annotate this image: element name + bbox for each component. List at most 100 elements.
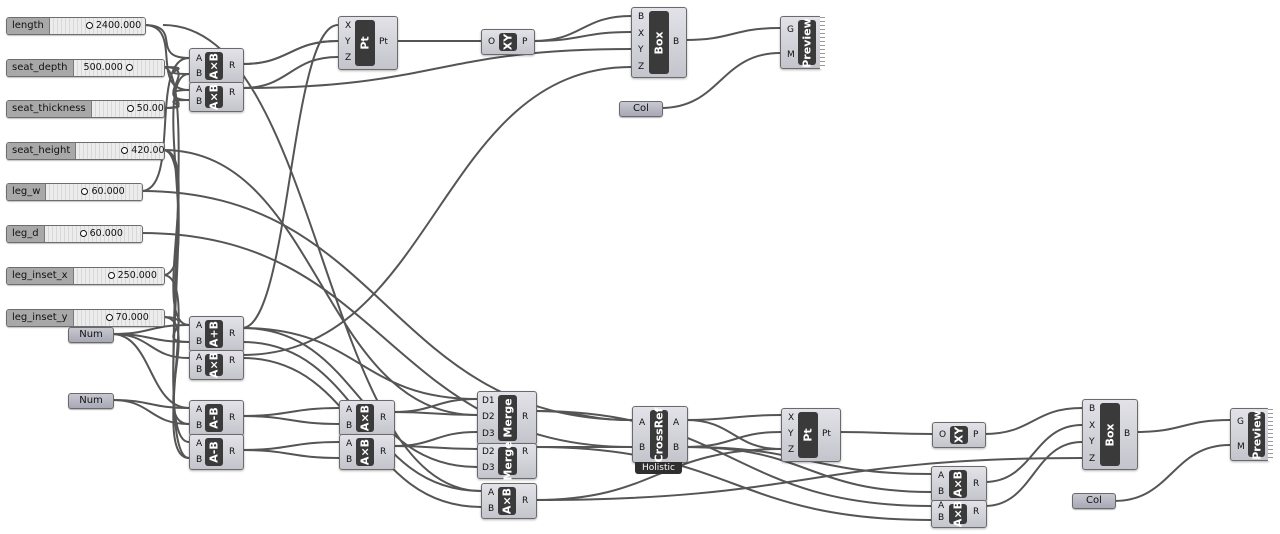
output-b-port[interactable]: B xyxy=(673,37,680,47)
output-r-port[interactable]: R xyxy=(380,413,387,423)
input-a-port[interactable]: A xyxy=(639,418,646,428)
wire[interactable] xyxy=(534,446,932,521)
input-b-port[interactable]: B xyxy=(196,365,203,375)
output-r-port[interactable]: R xyxy=(522,412,529,422)
output-r-port[interactable]: R xyxy=(973,507,980,517)
wire[interactable] xyxy=(162,66,190,101)
input-b-port[interactable]: B xyxy=(639,443,646,453)
input-a-port[interactable]: A xyxy=(938,501,945,511)
input-z-port[interactable]: Z xyxy=(638,62,645,72)
multiply-component[interactable]: A B A×B R xyxy=(481,483,537,519)
num-param[interactable]: Num xyxy=(68,327,114,343)
multiply-component[interactable]: A B A×B R xyxy=(189,350,244,380)
slider-track[interactable]: 420.000 xyxy=(76,143,164,159)
output-r-port[interactable]: R xyxy=(229,356,236,366)
box-component[interactable]: B X Y Z Box B xyxy=(1082,399,1138,470)
output-b-port[interactable]: B xyxy=(1124,429,1131,439)
output-r-port[interactable]: R xyxy=(522,447,529,457)
input-a-port[interactable]: A xyxy=(346,439,353,449)
multiply-component[interactable]: A B A×B R xyxy=(339,400,395,436)
output-r-port[interactable]: R xyxy=(973,479,980,489)
input-b-port[interactable]: B xyxy=(196,97,203,107)
output-r-port[interactable]: R xyxy=(380,447,387,457)
slider-track[interactable]: 500.000 xyxy=(73,60,164,76)
subtraction-component[interactable]: A B A-B R xyxy=(189,434,244,470)
wire[interactable] xyxy=(534,410,932,507)
input-z-port[interactable]: Z xyxy=(1089,454,1096,464)
wire[interactable] xyxy=(660,52,781,109)
slider-knob-icon[interactable] xyxy=(85,22,93,29)
input-a-port[interactable]: A xyxy=(196,353,203,363)
input-z-port[interactable]: Z xyxy=(345,53,352,63)
input-x-port[interactable]: X xyxy=(1089,421,1096,431)
input-x-port[interactable]: X xyxy=(638,29,645,39)
slider-track[interactable]: 250.000 xyxy=(73,268,164,284)
wire[interactable] xyxy=(162,66,190,459)
multiply-component[interactable]: A B A×B R xyxy=(189,48,244,84)
input-b-port[interactable]: B xyxy=(488,504,495,514)
multiply-component[interactable]: A B A×B R xyxy=(339,434,395,470)
output-r-port[interactable]: R xyxy=(229,413,236,423)
xy-plane-component[interactable]: O XY P xyxy=(481,29,535,55)
slider-knob-icon[interactable] xyxy=(126,105,134,112)
input-b-port[interactable]: B xyxy=(938,487,945,497)
input-a-port[interactable]: A xyxy=(196,54,203,64)
wire[interactable] xyxy=(162,149,190,443)
wire[interactable] xyxy=(241,24,339,329)
slider-seat-thickness[interactable]: seat_thickness 50.000 xyxy=(6,100,165,118)
wire[interactable] xyxy=(111,333,190,409)
input-a-port[interactable]: A xyxy=(196,405,203,415)
output-r-port[interactable]: R xyxy=(522,496,529,506)
wire[interactable] xyxy=(241,48,632,89)
input-a-port[interactable]: A xyxy=(346,405,353,415)
input-d1-port[interactable]: D1 xyxy=(482,396,495,406)
box-component[interactable]: B X Y Z Box B xyxy=(631,7,687,78)
slider-track[interactable]: 2400.000 xyxy=(49,18,145,34)
input-y-port[interactable]: Y xyxy=(788,429,794,439)
addition-component[interactable]: A B A+B R xyxy=(189,316,244,352)
input-a-port[interactable]: A xyxy=(488,488,495,498)
input-g-port[interactable]: G xyxy=(787,25,794,35)
input-b-port[interactable]: B xyxy=(1089,404,1096,414)
wire[interactable] xyxy=(534,457,1083,501)
input-d2-port[interactable]: D2 xyxy=(482,447,495,457)
input-z-port[interactable]: Z xyxy=(788,445,795,455)
wire[interactable] xyxy=(241,56,339,89)
wire[interactable] xyxy=(111,399,190,425)
multiply-component[interactable]: A B A×B R xyxy=(931,500,987,528)
colour-param[interactable]: Col xyxy=(619,101,663,117)
input-b-port[interactable]: B xyxy=(196,69,203,79)
slider-leg-d[interactable]: leg_d 60.000 xyxy=(6,225,143,243)
wire[interactable] xyxy=(984,441,1083,507)
num-param[interactable]: Num xyxy=(68,393,114,409)
wire[interactable] xyxy=(684,27,781,41)
wire[interactable] xyxy=(241,415,340,425)
xy-plane-component[interactable]: O XY P xyxy=(932,422,986,448)
wire[interactable] xyxy=(685,419,782,450)
output-p-port[interactable]: P xyxy=(973,430,979,440)
slider-length[interactable]: length 2400.000 xyxy=(6,17,146,35)
output-p-port[interactable]: P xyxy=(522,37,528,47)
merge-component[interactable]: D2 D3 Merge R xyxy=(477,441,537,481)
wire[interactable] xyxy=(241,327,478,468)
slider-leg-inset-x[interactable]: leg_inset_x 250.000 xyxy=(6,267,165,285)
input-b-port[interactable]: B xyxy=(346,421,353,431)
wire[interactable] xyxy=(838,431,933,435)
slider-leg-w[interactable]: leg_w 60.000 xyxy=(6,183,143,201)
input-y-port[interactable]: Y xyxy=(345,37,351,47)
input-m-port[interactable]: M xyxy=(787,50,795,60)
input-a-port[interactable]: A xyxy=(196,85,203,95)
wire[interactable] xyxy=(1135,419,1231,433)
colour-param[interactable]: Col xyxy=(1072,493,1116,509)
wire[interactable] xyxy=(685,446,932,493)
slider-knob-icon[interactable] xyxy=(79,230,87,237)
input-b-port[interactable]: B xyxy=(638,12,645,22)
output-r-port[interactable]: R xyxy=(229,447,236,457)
input-m-port[interactable]: M xyxy=(1237,442,1245,452)
input-x-port[interactable]: X xyxy=(345,21,352,31)
preview-component[interactable]: G M Preview xyxy=(780,16,822,69)
output-r-port[interactable]: R xyxy=(229,88,236,98)
output-pt-port[interactable]: Pt xyxy=(379,37,388,47)
slider-knob-icon[interactable] xyxy=(81,188,89,195)
input-b-port[interactable]: B xyxy=(346,455,353,465)
